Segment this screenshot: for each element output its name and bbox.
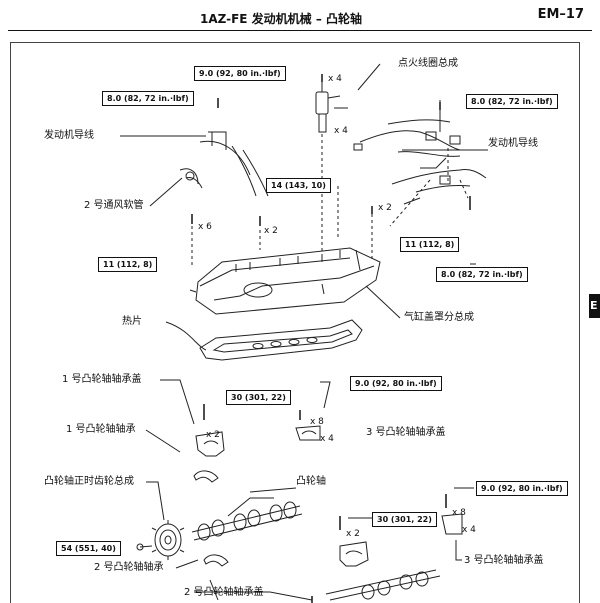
torque-spec-54: 54 (551, 40)	[56, 541, 121, 556]
diagram-frame	[10, 42, 580, 603]
qty-x2-cap1: x 2	[206, 430, 220, 440]
torque-spec-9-0-low: 9.0 (92, 80 in.·lbf)	[476, 481, 568, 496]
label-cap-no3-mid: 3 号凸轮轴轴承盖	[366, 427, 446, 438]
header-rule	[8, 30, 592, 31]
qty-x6: x 6	[198, 222, 212, 232]
engine-wire-right-drawing	[353, 100, 487, 205]
section-tab: E	[589, 294, 600, 318]
label-ignition-coil: 点火线圈总成	[398, 58, 458, 69]
page-header: 1AZ-FE 发动机机械 – 凸轮轴 EM–17	[0, 0, 600, 34]
camshaft-drawing	[191, 487, 303, 541]
torque-spec-8-0-right-top: 8.0 (82, 72 in.·lbf)	[466, 94, 558, 109]
bearing-no2-drawing	[203, 554, 229, 567]
vent-hose-drawing	[179, 168, 203, 189]
torque-spec-30-low: 30 (301, 22)	[372, 512, 437, 527]
qty-x8-low: x 8	[452, 508, 466, 518]
ignition-coil-drawing	[315, 63, 381, 133]
section-title: 1AZ-FE 发动机机械 – 凸轮轴	[200, 12, 363, 26]
bearing-no1-drawing	[193, 470, 219, 483]
qty-x4-top: x 4	[328, 74, 342, 84]
label-bearing-no1: 1 号凸轮轴轴承	[66, 424, 136, 435]
torque-spec-8-0-left: 8.0 (82, 72 in.·lbf)	[102, 91, 194, 106]
label-cap-no2: 2 号凸轮轴轴承盖	[184, 587, 264, 598]
torque-spec-8-0-right-low: 8.0 (82, 72 in.·lbf)	[436, 267, 528, 282]
qty-x2-14: x 2	[264, 226, 278, 236]
cylinder-head-cover-drawing	[189, 247, 381, 315]
qty-x4-low: x 4	[462, 525, 476, 535]
qty-x2-11: x 2	[378, 203, 392, 213]
torque-spec-30-left: 30 (301, 22)	[226, 390, 291, 405]
label-bearing-no2: 2 号凸轮轴轴承	[94, 562, 164, 573]
timing-gear-drawing	[151, 520, 185, 560]
torque-spec-9-0-mid: 9.0 (92, 80 in.·lbf)	[350, 376, 442, 391]
bearing-cap-no3-mid-drawing	[295, 425, 321, 441]
label-cap-no1: 1 号凸轮轴轴承盖	[62, 374, 142, 385]
qty-x4-mid: x 4	[320, 434, 334, 444]
page-code: EM–17	[537, 7, 584, 22]
cover-leader-lines	[191, 134, 469, 268]
bearing-cap-no1-drawing	[195, 431, 225, 457]
engine-wire-left-drawing	[199, 131, 269, 197]
label-camshaft: 凸轮轴	[296, 476, 326, 487]
torque-spec-11-left: 11 (112, 8)	[98, 257, 158, 272]
gasket-drawing	[199, 319, 363, 361]
label-timing-gear: 凸轮轴正时齿轮总成	[44, 476, 134, 487]
bearing-cap-no2-drawing	[339, 541, 369, 567]
qty-x8-mid: x 8	[310, 417, 324, 427]
label-cover-assy: 气缸盖罩分总成	[404, 312, 474, 323]
qty-x4-coil: x 4	[334, 126, 348, 136]
label-engine-wire-right: 发动机导线	[488, 138, 538, 149]
label-vent-hose: 2 号通风软管	[84, 200, 144, 211]
label-gasket: 热片	[122, 316, 142, 327]
label-engine-wire-left: 发动机导线	[44, 130, 94, 141]
torque-spec-9-0-top: 9.0 (92, 80 in.·lbf)	[194, 66, 286, 81]
torque-spec-14: 14 (143, 10)	[266, 178, 331, 193]
label-cap-no3-low: 3 号凸轮轴轴承盖	[464, 555, 544, 566]
bearing-cap-no3-low-drawing	[441, 513, 463, 535]
qty-x2-cap2: x 2	[346, 529, 360, 539]
torque-spec-11-right: 11 (112, 8)	[400, 237, 460, 252]
